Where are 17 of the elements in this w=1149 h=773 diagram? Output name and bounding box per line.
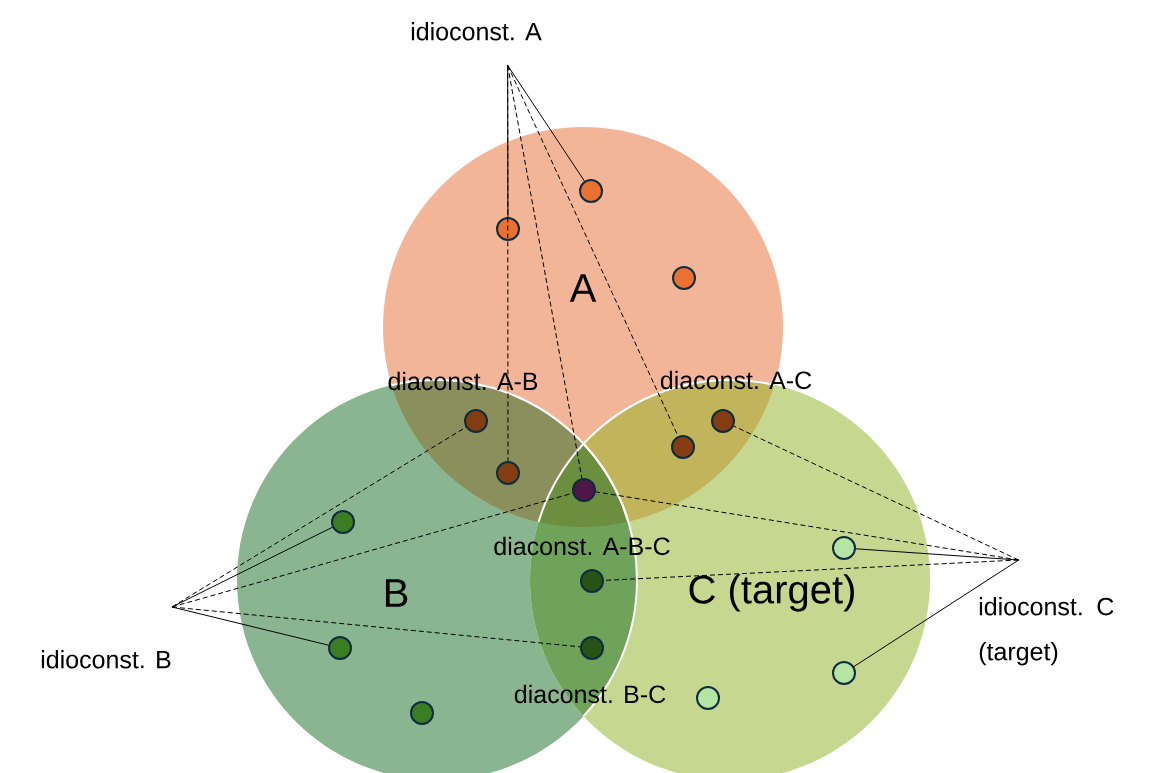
region-label: diaconst. A-C [660, 370, 812, 390]
region-label: diaconst. A-B-C [494, 536, 670, 556]
leader-line [733, 425, 1020, 561]
leader-line [507, 64, 583, 479]
callout-label: idioconst. C (target) [979, 597, 1114, 666]
leader-line [171, 426, 467, 608]
leader-line [171, 606, 581, 648]
leader-line [603, 559, 1020, 581]
leader-line [507, 64, 679, 437]
callout-label: idioconst. B [41, 650, 171, 669]
leader-line [853, 559, 1020, 667]
leader-line [507, 64, 585, 182]
region-label: diaconst. A-B [388, 371, 538, 391]
callout-label: idioconst. A [411, 22, 542, 41]
leader-line [171, 606, 329, 646]
leader-line [171, 492, 573, 608]
leader-line [855, 548, 1020, 561]
